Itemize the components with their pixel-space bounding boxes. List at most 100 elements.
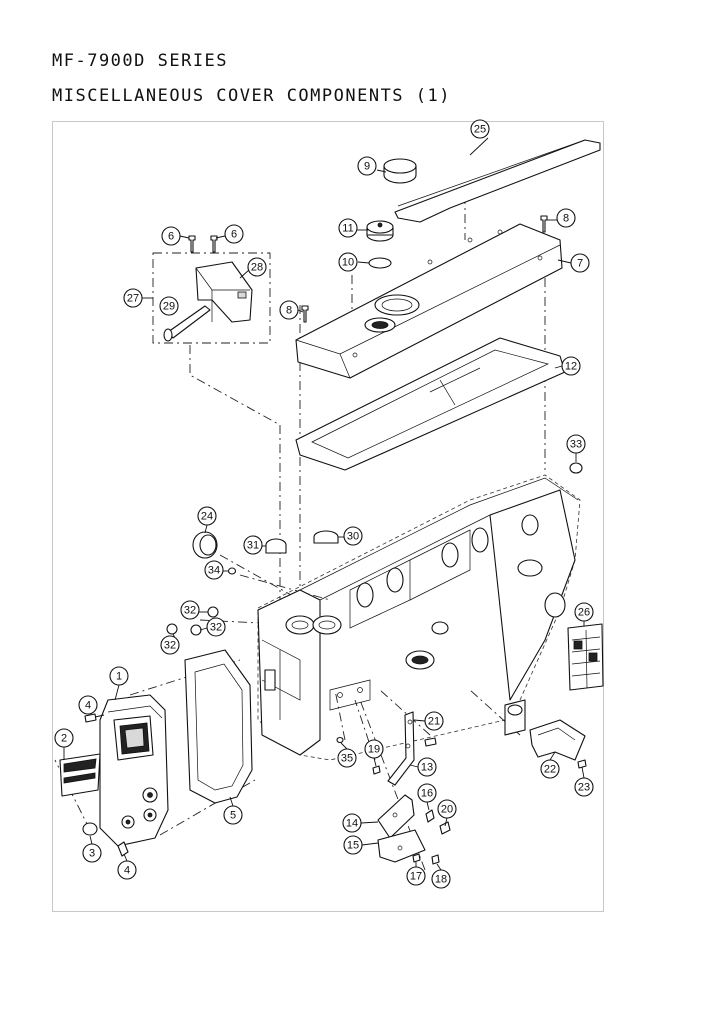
- callout-label: 20: [441, 804, 453, 816]
- part-13-bracket: [387, 711, 415, 786]
- callout-label: 14: [346, 818, 358, 830]
- callout-circle: [338, 252, 358, 272]
- callout-c17: 17: [406, 866, 426, 886]
- callout-circle: [224, 224, 244, 244]
- callout-circle: [180, 600, 200, 620]
- callout-label: 32: [184, 605, 196, 617]
- callout-label: 16: [421, 788, 433, 800]
- callout-circle: [574, 602, 594, 622]
- callout-label: 5: [230, 810, 236, 822]
- part-1-face-plate: [99, 694, 169, 847]
- part-7-arm-top-cover: [295, 223, 563, 379]
- callout-circle: [561, 356, 581, 376]
- callout-circle: [343, 526, 363, 546]
- callout-label: 10: [342, 257, 354, 269]
- part-5-face-gasket: [184, 649, 253, 804]
- callout-c32c: 32: [160, 635, 180, 655]
- callout-c1: 1: [109, 666, 129, 686]
- callout-c18: 18: [431, 869, 451, 889]
- callout-label: 22: [544, 764, 556, 776]
- callout-c32a: 32: [180, 600, 200, 620]
- callout-circle: [82, 843, 102, 863]
- series-title: MF-7900D SERIES: [52, 51, 229, 71]
- callout-label: 23: [578, 782, 590, 794]
- small-screws: [372, 737, 587, 865]
- callout-c16: 16: [417, 783, 437, 803]
- callout-circle: [279, 300, 299, 320]
- callout-circle: [160, 635, 180, 655]
- callout-label: 35: [341, 753, 353, 765]
- callout-label: 4: [124, 865, 130, 877]
- callout-c29: 29: [159, 296, 179, 316]
- callout-circle: [417, 757, 437, 777]
- screws-4: [84, 713, 129, 857]
- callout-c4a: 4: [78, 695, 98, 715]
- callout-c11: 11: [338, 218, 358, 238]
- callout-circle: [357, 156, 377, 176]
- callout-label: 6: [231, 229, 237, 241]
- callout-label: 21: [428, 716, 440, 728]
- callout-circle: [337, 748, 357, 768]
- callout-c6a: 6: [161, 226, 181, 246]
- callout-circle: [206, 617, 226, 637]
- part-22-bracket: [529, 719, 586, 761]
- callout-label: 15: [347, 840, 359, 852]
- callout-label: 12: [565, 361, 577, 373]
- callout-c25: 25: [470, 119, 490, 139]
- callout-label: 2: [61, 733, 67, 745]
- callout-circle: [159, 296, 179, 316]
- callout-label: 13: [421, 762, 433, 774]
- callout-c34: 34: [204, 560, 224, 580]
- callout-c30: 30: [343, 526, 363, 546]
- part-2-label: [59, 753, 101, 797]
- callout-label: 28: [251, 262, 263, 274]
- callout-label: 32: [210, 622, 222, 634]
- callout-c32b: 32: [206, 617, 226, 637]
- callout-circle: [566, 434, 586, 454]
- callout-label: 9: [364, 161, 370, 173]
- callout-label: 19: [368, 744, 380, 756]
- callout-circle: [417, 783, 437, 803]
- callout-label: 17: [410, 871, 422, 883]
- callout-circle: [117, 860, 137, 880]
- callout-label: 18: [435, 874, 447, 886]
- callout-label: 3: [89, 848, 95, 860]
- machine-frame: [257, 474, 581, 761]
- callout-circle: [204, 560, 224, 580]
- callout-circle: [574, 777, 594, 797]
- callout-label: 29: [163, 301, 175, 313]
- callout-circle: [197, 506, 217, 526]
- callout-c20: 20: [437, 799, 457, 819]
- part-26-label: [567, 623, 604, 691]
- callout-label: 32: [164, 640, 176, 652]
- callout-circle: [540, 759, 560, 779]
- callout-c26: 26: [574, 602, 594, 622]
- callout-c4b: 4: [117, 860, 137, 880]
- part-25-top-cover: [394, 139, 601, 223]
- callout-circle: [54, 728, 74, 748]
- callout-c8a: 8: [556, 208, 576, 228]
- callout-circle: [343, 835, 363, 855]
- callout-c5: 5: [223, 805, 243, 825]
- callout-label: 33: [570, 439, 582, 451]
- part-11-oil-cap: [366, 220, 394, 242]
- part-3-plug: [82, 822, 98, 836]
- callout-circle: [342, 813, 362, 833]
- section-title: MISCELLANEOUS COVER COMPONENTS (1): [52, 86, 451, 106]
- callout-label: 30: [347, 531, 359, 543]
- part-14-15-brackets: [377, 794, 426, 863]
- callout-c14: 14: [342, 813, 362, 833]
- screws-6-8: [188, 215, 548, 323]
- callout-label: 7: [577, 258, 583, 270]
- callout-label: 8: [563, 213, 569, 225]
- part-10-o-ring: [368, 257, 392, 269]
- callout-c3: 3: [82, 843, 102, 863]
- callout-c33: 33: [566, 434, 586, 454]
- callout-c19: 19: [364, 739, 384, 759]
- callout-c35: 35: [337, 748, 357, 768]
- callout-label: 1: [116, 671, 122, 683]
- callout-c27: 27: [123, 288, 143, 308]
- callout-circle: [109, 666, 129, 686]
